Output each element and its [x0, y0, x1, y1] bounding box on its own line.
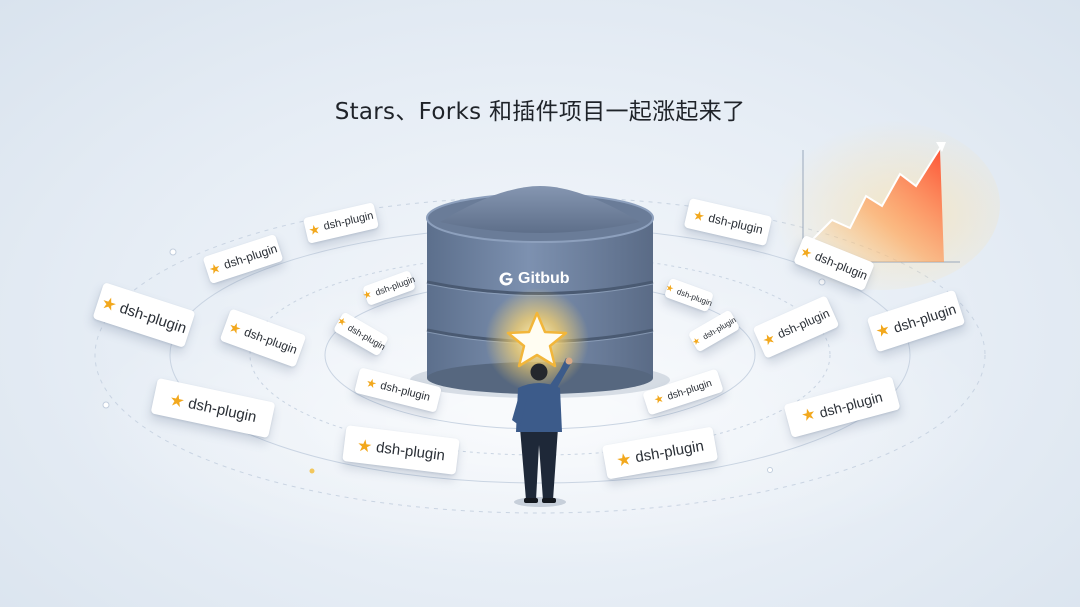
plugin-card-label: dsh-plugin	[707, 210, 765, 237]
star-icon: ★	[799, 405, 818, 426]
star-icon: ★	[226, 318, 244, 338]
star-icon: ★	[652, 392, 666, 407]
person-figure	[512, 357, 573, 507]
growth-chart-icon	[760, 120, 1000, 290]
orbit-dots	[102, 248, 826, 474]
star-icon: ★	[98, 292, 120, 316]
plugin-card-label: dsh-plugin	[379, 379, 432, 404]
plugin-card-label: dsh-plugin	[817, 388, 885, 421]
database-label-text: Gitbub	[518, 270, 570, 287]
plugin-card-label: dsh-plugin	[186, 394, 259, 426]
plugin-card-label: dsh-plugin	[633, 436, 706, 466]
star-icon: ★	[167, 389, 187, 412]
star-icon: ★	[306, 220, 322, 238]
github-logo-icon	[499, 272, 513, 286]
star-icon: ★	[759, 329, 778, 349]
star-icon: ★	[873, 320, 893, 342]
star-icon: ★	[364, 375, 379, 392]
star-icon: ★	[361, 288, 374, 303]
star-icon: ★	[691, 206, 707, 224]
plugin-card-label: dsh-plugin	[322, 209, 375, 233]
star-icon: ★	[614, 448, 634, 471]
headline-text: Stars、Forks 和插件项目一起涨起来了	[334, 99, 746, 125]
star-icon: ★	[355, 435, 374, 456]
star-icon: ★	[798, 242, 815, 262]
star-icon: ★	[664, 281, 676, 294]
plugin-card-label: dsh-plugin	[375, 438, 446, 464]
database-label: Gitbub	[498, 270, 588, 288]
star-icon: ★	[206, 259, 223, 278]
